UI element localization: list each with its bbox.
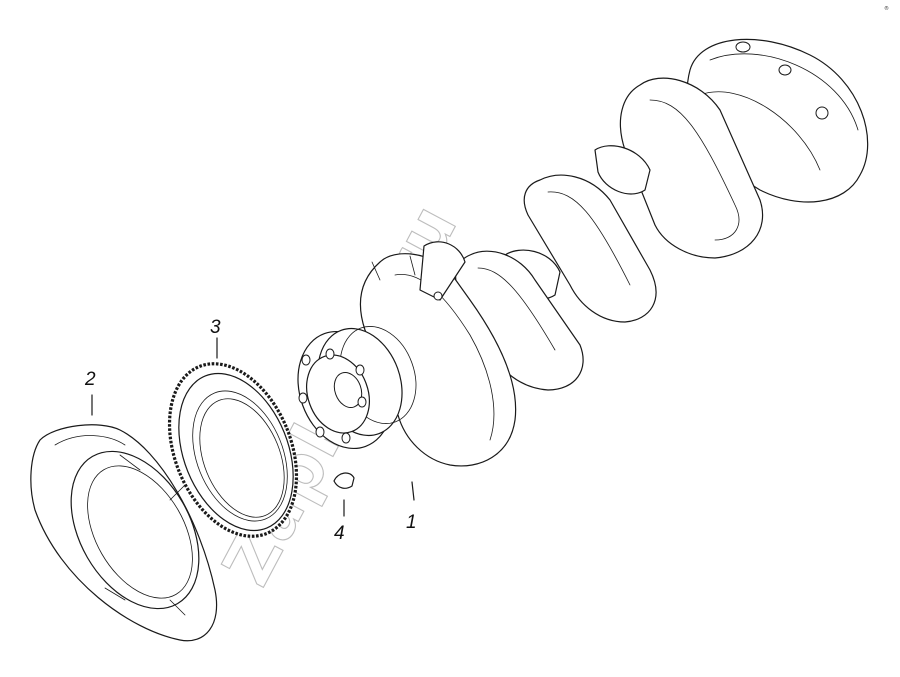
corner-mark: ® xyxy=(884,5,889,12)
crankshaft-gear xyxy=(167,362,299,538)
front-flange xyxy=(297,326,417,450)
crankshaft xyxy=(297,38,869,467)
thrust-washer xyxy=(30,424,218,642)
callout-4: 4 xyxy=(334,523,345,544)
callout-3: 3 xyxy=(210,317,221,338)
leader-line-1 xyxy=(411,481,415,501)
callout-1: 1 xyxy=(406,512,417,533)
callout-2: 2 xyxy=(84,369,96,390)
key xyxy=(333,472,355,489)
